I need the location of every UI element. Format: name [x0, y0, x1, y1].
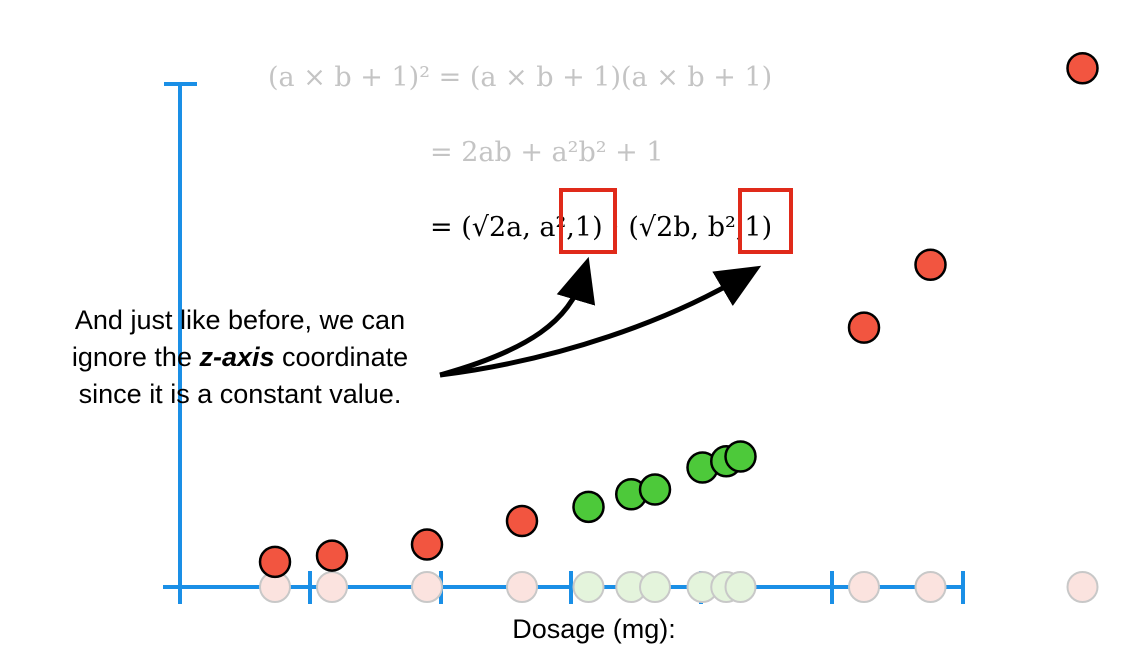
projection-point — [411, 571, 443, 603]
annotation-arrow — [439, 256, 596, 378]
data-point-green — [572, 490, 605, 524]
projection-point — [316, 571, 348, 603]
data-point-red — [914, 248, 947, 282]
x-axis-label: Dosage (mg): — [512, 614, 676, 644]
data-point-red — [847, 311, 881, 344]
equation-line-3: = (√2a, a²,1) · (√2b, b²,1) — [430, 212, 772, 243]
annotation-bold-term: z-axis — [198, 342, 274, 372]
data-point-red — [410, 528, 444, 561]
equation-line-2: = 2ab + a²b² + 1 — [430, 137, 664, 168]
equation-line-1: (a × b + 1)² = (a × b + 1)(a × b + 1) — [268, 62, 772, 93]
data-point-red — [1066, 52, 1099, 85]
points-layer — [258, 52, 1099, 579]
projection-point — [848, 571, 880, 603]
data-point-green — [638, 473, 672, 506]
highlight-box — [559, 188, 617, 254]
projection-point — [914, 571, 947, 603]
annotation-text: And just like before, we can ignore the … — [72, 305, 408, 409]
projection-point — [506, 571, 538, 603]
highlight-box — [738, 188, 793, 254]
annotation-line-2: ignore the z-axis coordinate — [72, 342, 408, 372]
projection-point — [572, 571, 605, 603]
annotation-line-2-start: ignore the — [72, 342, 200, 372]
projection-point — [639, 571, 671, 603]
data-point-green — [724, 440, 757, 473]
projection-layer — [259, 571, 1099, 603]
data-point-red — [505, 504, 539, 538]
annotation-arrow — [439, 265, 762, 378]
projection-point — [1066, 571, 1099, 603]
equations: (a × b + 1)² = (a × b + 1)(a × b + 1) = … — [268, 62, 772, 243]
projection-point — [724, 571, 757, 603]
annotation-line-1: And just like before, we can — [75, 305, 405, 335]
annotation-line-3: since it is a constant value. — [79, 379, 402, 409]
data-point-red — [315, 539, 349, 572]
data-point-red — [258, 545, 292, 579]
annotation-line-2-end: coordinate — [275, 342, 409, 372]
